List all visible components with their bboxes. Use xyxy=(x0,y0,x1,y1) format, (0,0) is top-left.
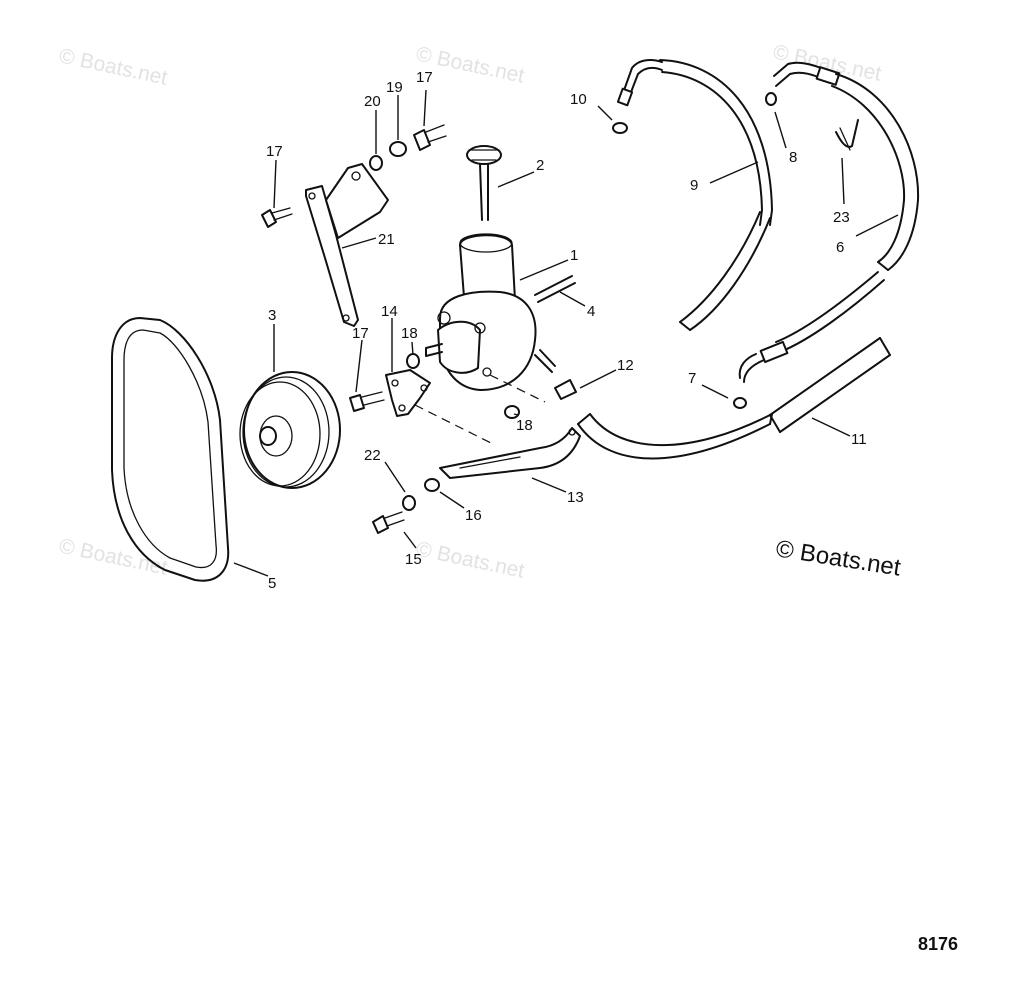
bolt xyxy=(261,207,293,228)
fitting xyxy=(554,379,577,400)
callout-numbers: 1 2 3 4 5 6 7 8 9 10 11 12 13 14 15 16 1… xyxy=(266,69,867,592)
callout-18-lower: 18 xyxy=(516,417,533,434)
callout-3: 3 xyxy=(268,307,276,324)
callout-14: 14 xyxy=(381,303,398,320)
callout-10: 10 xyxy=(570,91,587,108)
callout-17-middle: 17 xyxy=(352,325,369,342)
callout-1: 1 xyxy=(570,247,578,264)
watermark-main: © Boats.net xyxy=(774,535,903,581)
rear-brace xyxy=(385,369,431,417)
o-ring xyxy=(612,122,628,134)
reservoir-return-hose xyxy=(577,413,773,460)
callout-19: 19 xyxy=(386,79,403,96)
watermark-text: © Boats.net xyxy=(414,537,527,582)
alignment-lines xyxy=(414,374,546,446)
callout-12: 12 xyxy=(617,357,634,374)
power-steering-pump xyxy=(425,233,556,391)
pulley xyxy=(239,371,341,489)
callout-21: 21 xyxy=(378,231,395,248)
callout-15: 15 xyxy=(405,551,422,568)
callout-16: 16 xyxy=(465,507,482,524)
callout-18-upper: 18 xyxy=(401,325,418,342)
bracket-fasteners-top xyxy=(369,124,447,171)
callout-22: 22 xyxy=(364,447,381,464)
pressure-hose xyxy=(616,59,773,331)
callout-17-top: 17 xyxy=(416,69,433,86)
adjusting-fasteners xyxy=(372,478,440,534)
adjusting-bracket xyxy=(439,427,581,479)
hose-clip xyxy=(835,119,859,151)
callout-17-left: 17 xyxy=(266,143,283,160)
return-hose xyxy=(738,61,920,383)
watermark-text: © Boats.net xyxy=(57,534,170,579)
callout-4: 4 xyxy=(587,303,595,320)
callout-8: 8 xyxy=(789,149,797,166)
watermark-text: © Boats.net xyxy=(57,44,170,89)
callout-6: 6 xyxy=(836,239,844,256)
callout-5: 5 xyxy=(268,575,276,592)
callout-11: 11 xyxy=(851,431,867,448)
callout-leaders xyxy=(233,89,899,577)
drive-belt xyxy=(111,317,230,582)
hose-section xyxy=(769,337,891,433)
callout-23: 23 xyxy=(833,209,850,226)
o-ring xyxy=(765,92,777,106)
stud xyxy=(534,275,576,303)
callout-2: 2 xyxy=(536,157,544,174)
diagram-number: 8176 xyxy=(918,934,958,954)
callout-20: 20 xyxy=(364,93,381,110)
mounting-bracket xyxy=(305,163,389,327)
callout-7: 7 xyxy=(688,370,696,387)
callout-9: 9 xyxy=(690,177,698,194)
callout-13: 13 xyxy=(567,489,584,506)
reservoir-cap-dipstick xyxy=(466,145,502,221)
o-ring xyxy=(733,397,747,409)
